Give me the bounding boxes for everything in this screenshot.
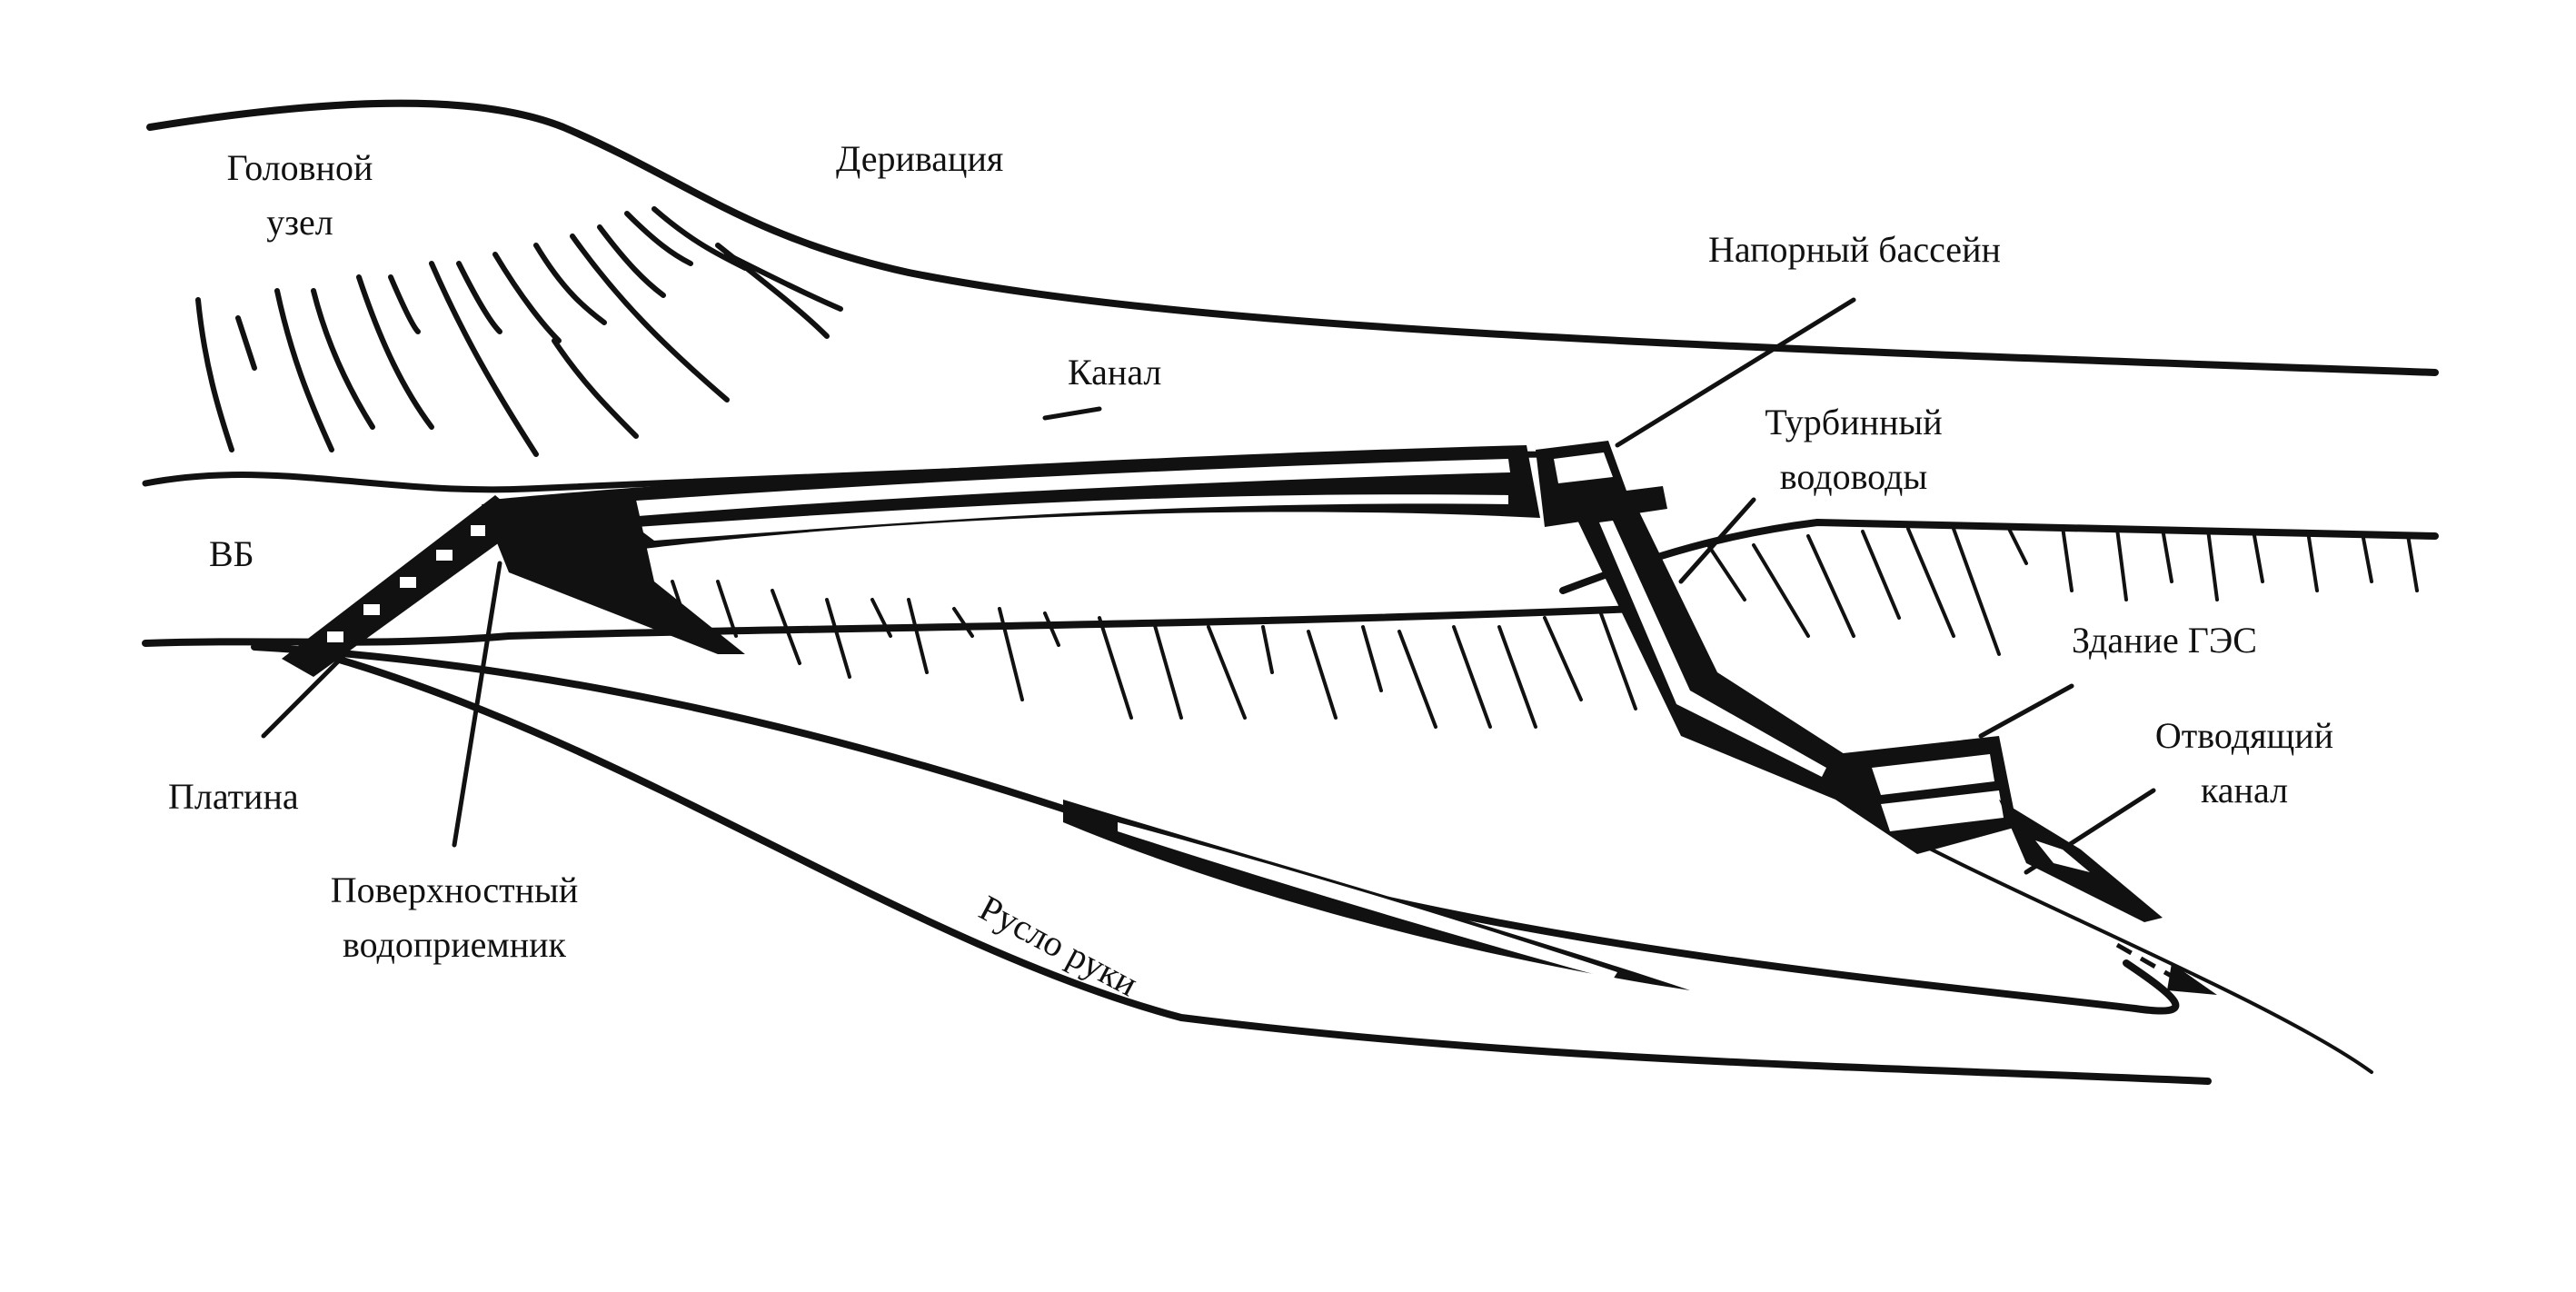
- upper-slope-line: [146, 99, 2439, 376]
- flow-arrow: [2115, 942, 2217, 995]
- turbine-penstock: [1572, 504, 1845, 800]
- canal: [491, 445, 1540, 550]
- label-head-node: Головной узел: [226, 147, 373, 243]
- label-upper-pool: ВБ: [209, 533, 254, 574]
- label-turbine-conduits: Турбинный водоводы: [1765, 402, 1943, 497]
- label-weir: Платина: [168, 776, 299, 817]
- river-channel: [1063, 800, 1690, 990]
- river-lower-bank: [323, 652, 2212, 1085]
- label-powerhouse: Здание ГЭС: [2072, 620, 2257, 661]
- label-surface-intake: Поверхностный водоприемник: [330, 870, 579, 965]
- tailrace-bank: [1870, 816, 2373, 1074]
- label-derivation: Деривация: [836, 138, 1004, 179]
- weir-blocks: [327, 525, 485, 642]
- label-pressure-basin: Напорный бассейн: [1708, 229, 2001, 270]
- hill-hachures: [195, 206, 843, 457]
- right-bank-line: [1559, 519, 2439, 594]
- powerhouse: [1835, 736, 2017, 854]
- label-canal: Канал: [1068, 352, 1162, 393]
- slope-hachures-left: [671, 580, 1665, 729]
- surface-intake: [482, 500, 745, 654]
- label-tailrace: Отводящий канал: [2154, 715, 2334, 810]
- tailrace-canal: [1999, 800, 2163, 922]
- slope-hachures-right: [1706, 525, 2419, 656]
